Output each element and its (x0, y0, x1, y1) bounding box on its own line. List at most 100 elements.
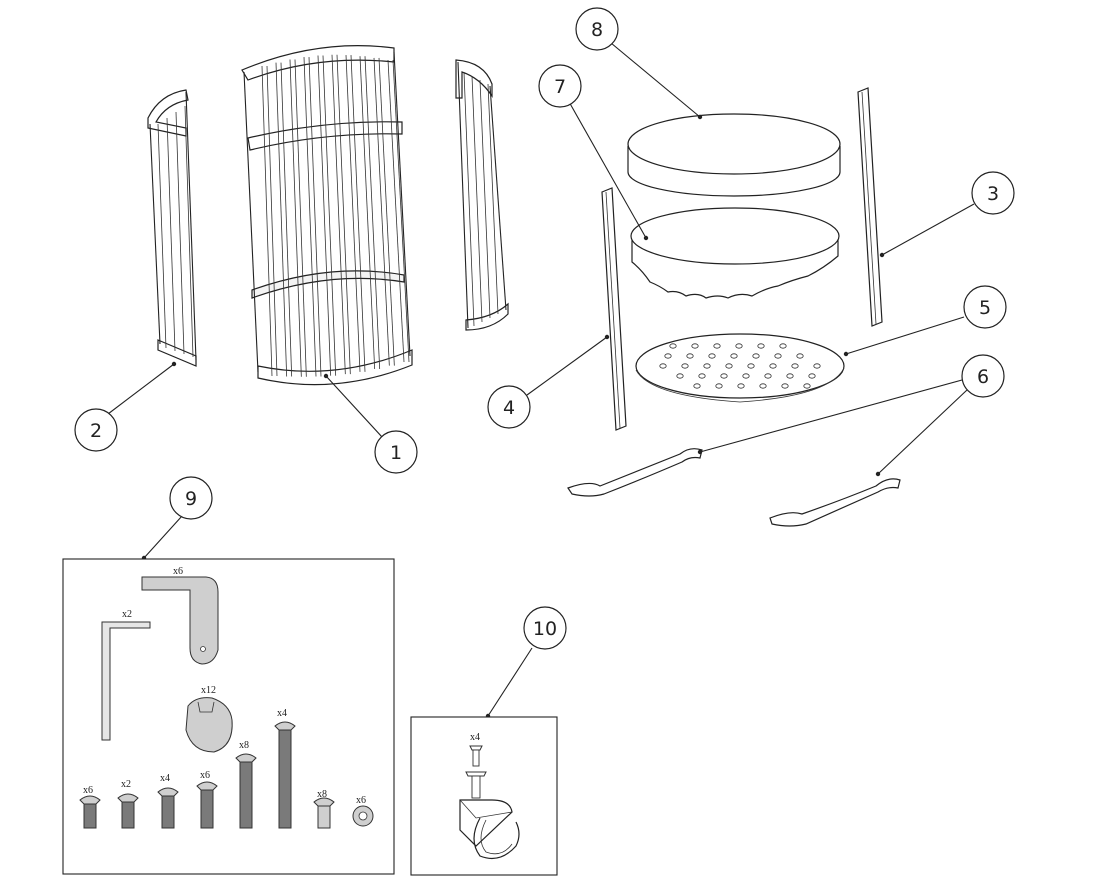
base-hole (676, 373, 684, 379)
washer-icon: x6 (352, 795, 374, 827)
part-2-left-side-panel (147, 89, 197, 367)
base-hole (693, 383, 701, 389)
svg-text:6: 6 (977, 366, 989, 388)
base-hole (774, 353, 782, 359)
slat (303, 57, 317, 377)
base-hole (803, 383, 811, 389)
bolt-6-icon: x4 (274, 708, 296, 829)
slat (184, 105, 194, 358)
svg-text:4: 4 (503, 397, 515, 419)
caster-wheel-icon (459, 771, 520, 859)
slat (359, 56, 376, 369)
svg-text:x6: x6 (200, 770, 210, 781)
bolt-7-icon: x8 (313, 789, 335, 829)
svg-text:x2: x2 (121, 779, 131, 790)
svg-text:2: 2 (90, 420, 102, 442)
bolt-1-icon: x6 (79, 785, 101, 829)
bolt-4-icon: x6 (196, 770, 218, 829)
base-hole (720, 373, 728, 379)
svg-text:5: 5 (979, 297, 991, 319)
part-7-fitted-sheet (630, 207, 840, 299)
screw-icon: x4 (469, 732, 483, 767)
bracket-icon: x6 (141, 566, 219, 665)
leader-lines (107, 42, 975, 719)
slat (336, 54, 351, 375)
slat (175, 111, 185, 355)
base-hole (737, 383, 745, 389)
part-4-leg (601, 187, 627, 431)
slat (261, 65, 273, 377)
callout-3: 3 (971, 171, 1015, 215)
base-hole (703, 363, 711, 369)
svg-text:x6: x6 (83, 785, 93, 796)
svg-text:x12: x12 (201, 685, 216, 696)
svg-text:1: 1 (390, 442, 402, 464)
base-hole (752, 353, 760, 359)
slat (471, 75, 483, 323)
slat (166, 117, 176, 352)
part-5-mattress-base (635, 333, 845, 403)
callout-4: 4 (487, 385, 531, 429)
base-hole (764, 373, 772, 379)
svg-text:8: 8 (591, 19, 603, 41)
bolt-5-icon: x8 (235, 740, 257, 829)
svg-text:x4: x4 (470, 732, 480, 743)
svg-text:10: 10 (533, 618, 557, 640)
bolt-3-icon: x4 (157, 773, 179, 829)
callout-9: 9 (169, 476, 213, 520)
base-hole (708, 353, 716, 359)
svg-text:x6: x6 (173, 566, 183, 577)
base-hole (715, 383, 723, 389)
part-6-rocker-left (567, 448, 703, 497)
callout-10: 10 (523, 606, 567, 650)
base-hole (669, 343, 677, 349)
right-side-panel (455, 59, 509, 331)
base-hole (698, 373, 706, 379)
base-hole (730, 353, 738, 359)
base-hole (791, 363, 799, 369)
base-hole (713, 343, 721, 349)
svg-text:x6: x6 (356, 795, 366, 806)
base-hole (781, 383, 789, 389)
base-hole (813, 363, 821, 369)
base-hole (742, 373, 750, 379)
callout-5: 5 (963, 285, 1007, 329)
part-9-hardware-box: x2 x6 x12 x6 x2 x4 (62, 558, 395, 875)
base-hole (769, 363, 777, 369)
bolt-2-icon: x2 (117, 779, 139, 829)
slat (280, 62, 293, 377)
slat (350, 55, 366, 372)
slat (308, 57, 322, 377)
svg-text:3: 3 (987, 183, 999, 205)
base-hole (686, 353, 694, 359)
slat (378, 57, 395, 366)
slat (266, 65, 278, 377)
base-hole (779, 343, 787, 349)
base-hole (664, 353, 672, 359)
slat (331, 54, 346, 375)
base-hole (786, 373, 794, 379)
slat (387, 59, 405, 363)
base-hole (735, 343, 743, 349)
allen-key-icon: x2 (101, 609, 151, 741)
base-hole (691, 343, 699, 349)
part-8-mattress (627, 113, 841, 197)
svg-text:7: 7 (554, 76, 566, 98)
svg-text:x8: x8 (317, 789, 327, 800)
slat (487, 83, 499, 315)
slat (479, 79, 491, 319)
slat (317, 55, 332, 376)
base-hole (808, 373, 816, 379)
part-1-crib-body (241, 45, 413, 386)
svg-text:x8: x8 (239, 740, 249, 751)
slat (373, 57, 390, 366)
svg-text:x2: x2 (122, 609, 132, 620)
part-6-rocker-right (769, 478, 901, 527)
slat (345, 55, 361, 372)
slat (275, 62, 288, 377)
base-hole (725, 363, 733, 369)
slat (157, 123, 167, 349)
callout-1: 1 (374, 430, 418, 474)
base-hole (659, 363, 667, 369)
